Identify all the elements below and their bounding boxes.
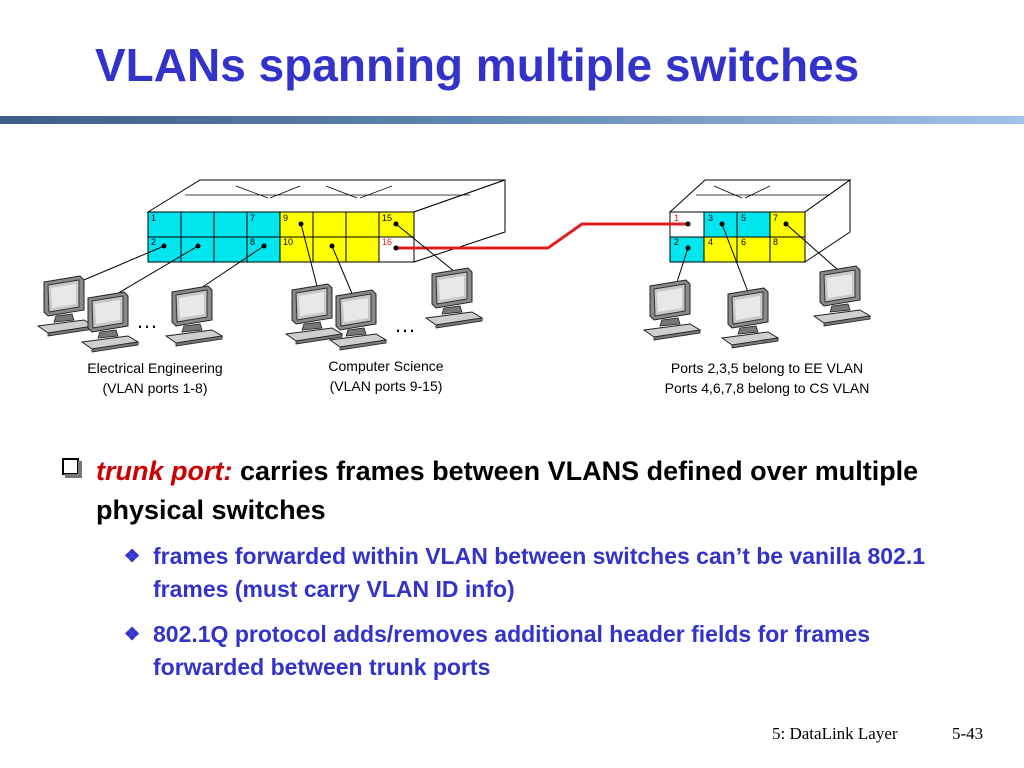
left-port-label-8: 8	[250, 237, 255, 247]
bullet-main-body: carries frames between VLANS defined ove…	[96, 456, 919, 525]
sub-bullet-1: ❖ frames forwarded within VLAN between s…	[124, 540, 984, 606]
right-port-label-5: 5	[741, 213, 746, 223]
ee-computer-1-icon	[37, 275, 95, 337]
ellipsis-cs: …	[394, 312, 416, 337]
right-port-label-3: 3	[708, 213, 713, 223]
caption-ee: Electrical Engineering (VLAN ports 1-8)	[55, 358, 255, 398]
sub-bullet-1-text: frames forwarded within VLAN between swi…	[153, 543, 926, 602]
caption-ee-line1: Electrical Engineering	[87, 360, 223, 376]
left-port-label-15: 15	[382, 213, 392, 223]
right-computer-1-icon	[643, 279, 701, 341]
caption-right-line1: Ports 2,3,5 belong to EE VLAN	[670, 360, 864, 376]
caption-right-line2: Ports 4,6,7,8 belong to CS VLAN	[664, 380, 870, 396]
ee-computer-3-icon	[165, 285, 223, 347]
footer-page-number: 5-43	[952, 724, 984, 743]
bullet-keyword: trunk port:	[96, 456, 233, 486]
left-switch: 1 7 9 15 2 8 10 16	[146, 179, 506, 263]
caption-cs-line1: Computer Science	[328, 358, 444, 374]
bullet-trunk-port: trunk port: carries frames between VLANS…	[62, 452, 962, 530]
slide-title: VLANs spanning multiple switches	[95, 39, 860, 91]
sub-bullet-2-text: 802.1Q protocol adds/removes additional …	[153, 621, 871, 680]
footer-chapter: 5: DataLink Layer	[772, 724, 898, 743]
right-port-label-6: 6	[741, 237, 746, 247]
right-port-label-4: 4	[708, 237, 713, 247]
left-port-label-2: 2	[151, 237, 156, 247]
left-port-label-1: 1	[151, 213, 156, 223]
checkbox-bullet-icon	[62, 458, 82, 478]
cs-computer-3-icon	[425, 267, 483, 329]
diamond-bullet-icon: ❖	[124, 546, 141, 566]
right-port-label-2: 2	[674, 237, 679, 247]
right-port-label-8: 8	[773, 237, 778, 247]
right-computer-2-icon	[721, 287, 779, 349]
sub-bullet-2: ❖ 802.1Q protocol adds/removes additiona…	[124, 618, 984, 684]
left-port-label-10: 10	[283, 237, 293, 247]
right-port-label-1: 1	[674, 213, 679, 223]
ee-computer-2-icon	[81, 291, 139, 353]
diamond-bullet-icon: ❖	[124, 624, 141, 644]
cs-computer-2-icon	[329, 289, 387, 351]
title-underline-bar	[0, 116, 1024, 124]
caption-cs: Computer Science (VLAN ports 9-15)	[286, 356, 486, 396]
left-port-label-16: 16	[382, 237, 392, 247]
left-port-label-9: 9	[283, 213, 288, 223]
right-computer-3-icon	[813, 265, 871, 327]
caption-ee-line2: (VLAN ports 1-8)	[102, 380, 208, 396]
bullet-main-text: trunk port: carries frames between VLANS…	[62, 452, 962, 530]
caption-right-switch: Ports 2,3,5 belong to EE VLAN Ports 4,6,…	[636, 358, 898, 398]
trunk-link	[396, 222, 688, 250]
ellipsis-ee: …	[136, 308, 158, 333]
right-port-label-7: 7	[773, 213, 778, 223]
right-switch: 1 3 5 7 2 4 6 8	[668, 179, 852, 263]
caption-cs-line2: (VLAN ports 9-15)	[329, 378, 443, 394]
left-port-label-7: 7	[250, 213, 255, 223]
cs-computer-1-icon	[285, 283, 343, 345]
port-dots	[161, 221, 789, 251]
